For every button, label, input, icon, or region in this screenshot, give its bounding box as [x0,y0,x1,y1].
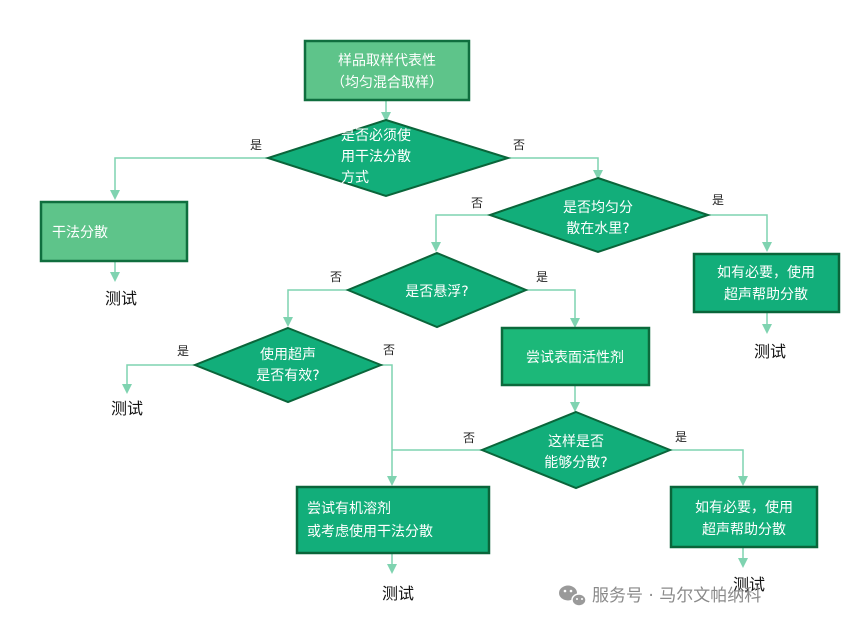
connectors [110,100,772,574]
edge-ultrasound-yes [122,364,195,394]
node-sampling: 样品取样代表性 （均匀混合取样） [303,39,471,102]
test-labels: 测试 测试 测试 测试 测试 [105,289,786,603]
node-ultrasound-top-line-2: 超声帮助分散 [724,287,808,303]
node-disperse-well-line-2: 能够分散? [544,455,607,471]
watermark-text: 服务号 · 马尔文帕纳科 [592,586,761,606]
label-yes-disperse: 是 [675,430,687,444]
wechat-icon [559,585,587,607]
node-ultrasound-effective: 使用超声 是否有效? [192,326,384,404]
node-ultrasound-top-line-1: 如有必要，使用 [717,264,815,281]
node-sampling-line-1: 样品取样代表性 [338,53,436,69]
test-label-top-right: 测试 [754,342,786,361]
node-suspended: 是否悬浮? [345,251,529,329]
node-water-line-1: 是否均匀分 [563,200,633,216]
node-dry-dispersion-decision: 是否必须使 用干法分散 方式 [264,118,512,198]
test-label-solvent: 测试 [382,584,414,603]
label-no-dry: 否 [513,138,525,152]
label-no-disperse: 否 [463,431,475,445]
node-ultrasound-bottom-line-1: 如有必要，使用 [695,499,793,516]
node-ultrasound-bottom-line-2: 超声帮助分散 [702,522,786,538]
node-dry-decision-line-3: 方式 [341,170,369,186]
node-try-surfactant: 尝试表面活性剂 [500,326,651,387]
edge-labels: 是 否 是 否 是 否 是 否 否 是 [177,138,724,445]
watermark: 服务号 · 马尔文帕纳科 [559,585,761,607]
node-ultrasound-effective-line-2: 是否有效? [256,368,319,384]
node-disperse-in-water: 是否均匀分 散在水里? [486,176,712,254]
label-yes-ultrasound: 是 [177,344,189,358]
node-suspended-label: 是否悬浮? [405,284,468,300]
edge-disperse-yes [670,449,748,486]
edge-water-yes [708,214,772,252]
node-disperse-well-line-1: 这样是否 [548,433,604,450]
node-dry-decision-line-1: 是否必须使 [341,127,411,144]
node-solvent-line-2: 或考虑使用干法分散 [307,523,433,540]
test-label-ultrasound: 测试 [111,399,143,418]
node-water-line-2: 散在水里? [566,221,629,237]
node-sampling-line-2: （均匀混合取样） [331,75,443,91]
label-yes-water: 是 [712,193,724,207]
edge-water-no [431,214,490,252]
node-dry-dispersion: 干法分散 [39,200,189,263]
label-no-ultrasound: 否 [383,343,395,357]
node-solvent-line-1: 尝试有机溶剂 [307,501,391,517]
edge-suspended-no [283,289,348,327]
node-try-organic-solvent: 尝试有机溶剂 或考虑使用干法分散 [295,485,491,555]
label-no-suspended: 否 [330,270,342,284]
label-yes-dry: 是 [250,138,262,152]
node-ultrasound-effective-line-1: 使用超声 [260,346,316,363]
label-yes-suspended: 是 [536,270,548,284]
edge-ultrasound-no [381,364,397,486]
edge-suspended-yes [526,289,580,328]
node-try-surfactant-label: 尝试表面活性剂 [526,350,624,366]
node-ultrasound-help-bottom: 如有必要，使用 超声帮助分散 [669,485,819,549]
edge-dry-decision-yes [110,157,268,200]
node-disperse-well: 这样是否 能够分散? [479,410,673,490]
node-dry-decision-line-2: 用干法分散 [341,149,411,165]
label-no-water: 否 [471,196,483,210]
edge-dry-decision-no [508,157,603,180]
node-ultrasound-help-top: 如有必要，使用 超声帮助分散 [692,252,841,314]
test-label-bottom-right: 测试 [733,575,765,594]
test-label-dry: 测试 [105,289,137,308]
node-dry-dispersion-label: 干法分散 [52,225,108,241]
